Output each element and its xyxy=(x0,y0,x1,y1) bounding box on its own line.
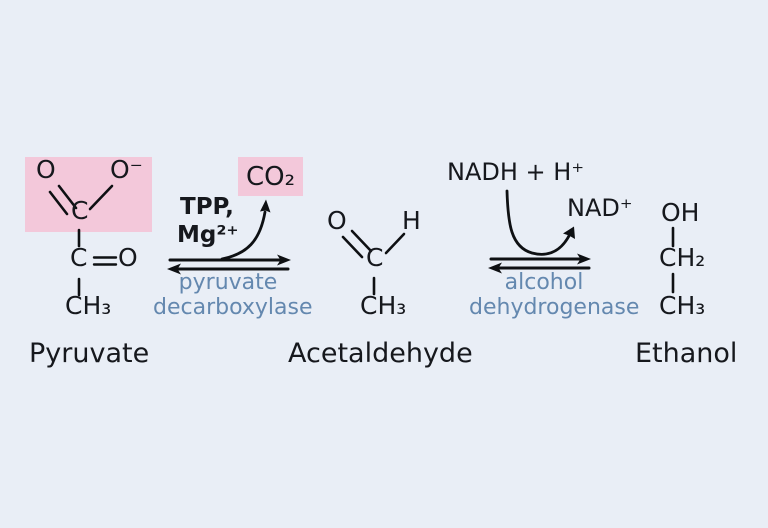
reaction-arrow-2-heads xyxy=(488,226,591,274)
co2-release-arrowhead xyxy=(260,199,271,213)
enzyme-alcohol-dehydrogenase-line2: dehydrogenase xyxy=(469,295,640,320)
ethanol-oh: OH xyxy=(661,198,700,227)
pyruvate-c-carbonyl: C xyxy=(70,243,88,272)
ethanol-name-label: Ethanol xyxy=(635,338,738,369)
enzyme-pyruvate-decarboxylase-line2: decarboxylase xyxy=(153,295,313,320)
cofactor-tpp: TPP, xyxy=(180,194,234,220)
acetaldehyde-ch3: CH₃ xyxy=(360,291,407,320)
ethanol-ch2: CH₂ xyxy=(659,243,706,272)
enzyme-pyruvate-decarboxylase-line1: pyruvate xyxy=(178,270,278,295)
co2-label: CO₂ xyxy=(245,161,296,192)
pyruvate-o-double: O xyxy=(36,155,56,184)
nadh-plus-h-label: NADH + H⁺ xyxy=(447,158,584,186)
carboxyl-group-highlight xyxy=(25,157,152,232)
acetaldehyde-h: H xyxy=(402,206,421,235)
acetaldehyde-c-o-double-bond-line1 xyxy=(341,235,364,259)
cofactor-mg: Mg²⁺ xyxy=(177,222,239,248)
acetaldehyde-c-h-bond xyxy=(384,232,406,255)
acetaldehyde-c: C xyxy=(366,243,384,272)
pyruvate-name-label: Pyruvate xyxy=(29,338,150,369)
pyruvate-ch3: CH₃ xyxy=(65,291,112,320)
reaction2-forward-arrowhead xyxy=(577,253,591,265)
nad-plus-label: NAD⁺ xyxy=(567,194,633,222)
pyruvate-o-minus: O⁻ xyxy=(110,155,143,184)
nad-arrowhead xyxy=(563,226,575,239)
co2-highlight: CO₂ xyxy=(238,157,303,196)
pyruvate-c-carboxyl: C xyxy=(71,196,89,225)
enzyme-alcohol-dehydrogenase-line1: alcohol xyxy=(504,270,584,295)
pyruvate-o-carbonyl: O xyxy=(118,243,138,272)
ethanol-ch3: CH₃ xyxy=(659,291,706,320)
acetaldehyde-o: O xyxy=(327,206,347,235)
reaction1-forward-arrowhead xyxy=(277,254,291,266)
acetaldehyde-name-label: Acetaldehyde xyxy=(288,338,473,369)
nadh-to-nad-curve xyxy=(505,189,572,256)
